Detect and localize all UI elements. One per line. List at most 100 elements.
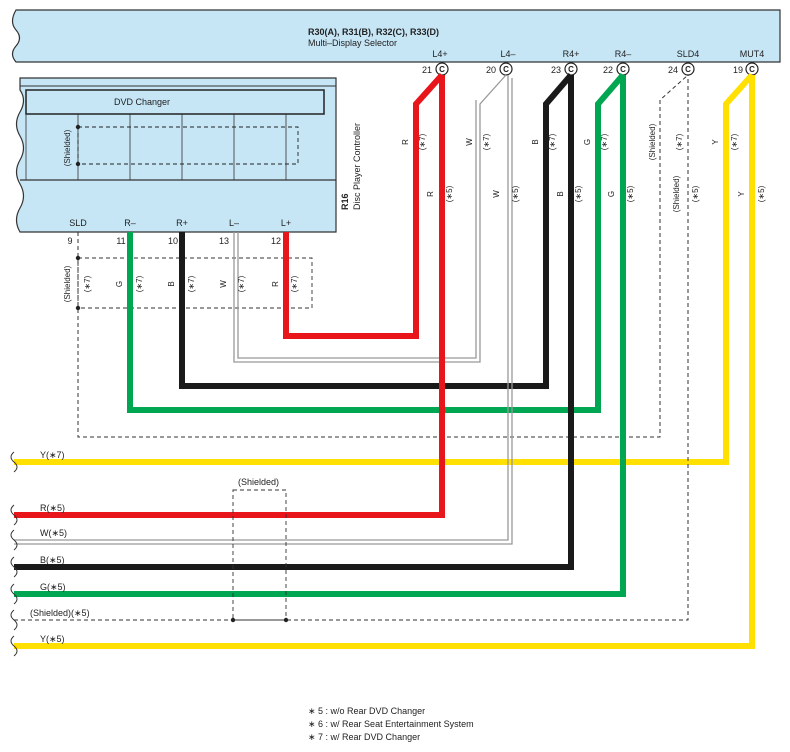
- pin-number: 22: [603, 65, 613, 75]
- pin-label: SLD: [69, 218, 87, 228]
- wire-green-5: [14, 75, 626, 597]
- wire-color-label: R: [271, 281, 280, 287]
- wire-note-label: (∗7): [600, 133, 609, 150]
- wire-color-label: (Shielded): [672, 175, 681, 212]
- wire-note-label: (∗7): [290, 275, 299, 292]
- wire-color-label: (Shielded): [63, 265, 72, 302]
- pin-label: L4+: [432, 49, 447, 59]
- wire-note-label: (∗5): [445, 185, 454, 202]
- wire-note-label: (∗5): [511, 185, 520, 202]
- pin-label: R4+: [563, 49, 580, 59]
- wire-color-label: R: [426, 191, 435, 197]
- wire-green-controller: [127, 73, 626, 413]
- wire-note-label: (∗5): [574, 185, 583, 202]
- wire-note-label: (∗7): [237, 275, 246, 292]
- left-line-label: B(∗5): [40, 555, 65, 565]
- footnote: ∗ 7 : w/ Rear DVD Changer: [308, 732, 420, 742]
- wire-note-label: (∗7): [548, 133, 557, 150]
- pin-number: 12: [271, 236, 281, 246]
- footnote: ∗ 5 : w/o Rear DVD Changer: [308, 706, 425, 716]
- pin-label: L4–: [500, 49, 515, 59]
- wire-red-5: [14, 75, 445, 518]
- selector-subtitle: Multi–Display Selector: [308, 38, 397, 48]
- connector-letter: C: [503, 65, 509, 74]
- left-line-label: R(∗5): [40, 503, 65, 513]
- wire-note-label: (∗7): [675, 133, 684, 150]
- wire-color-label: Y: [711, 139, 720, 145]
- wire-color-label: G: [583, 139, 592, 145]
- pin-label: L–: [229, 218, 239, 228]
- selector-title: R30(A), R31(B), R32(C), R33(D): [308, 27, 439, 37]
- wire-note-label: (∗7): [730, 133, 739, 150]
- pin-number: 9: [67, 236, 72, 246]
- wire-note-label: (∗7): [187, 275, 196, 292]
- shield-box: [77, 257, 313, 309]
- wire-note-label: (∗5): [691, 185, 700, 202]
- wires: [14, 72, 755, 649]
- wire-red-controller: [283, 72, 445, 339]
- selector-pins: L4+ L4– R4+ R4– SLD4 MUT4 21 20 23 22 24…: [422, 49, 764, 76]
- wire-black-controller: [179, 73, 574, 389]
- wire-color-label: R: [401, 139, 410, 145]
- wire-note-label: (∗7): [135, 275, 144, 292]
- wire-color-label: B: [531, 139, 540, 144]
- left-line-label: Y(∗5): [40, 634, 65, 644]
- wire-color-label: G: [607, 191, 616, 197]
- wire-note-label: (∗7): [83, 275, 92, 292]
- footnote: ∗ 6 : w/ Rear Seat Entertainment System: [308, 719, 474, 729]
- left-line-label: G(∗5): [40, 582, 66, 592]
- wire-black-5: [14, 75, 574, 570]
- wire-color-label: W: [492, 190, 501, 198]
- footnotes: ∗ 5 : w/o Rear DVD Changer ∗ 6 : w/ Rear…: [308, 706, 474, 742]
- pin-number: 13: [219, 236, 229, 246]
- pin-number: 23: [551, 65, 561, 75]
- pin-number: 24: [668, 65, 678, 75]
- pin-number: 10: [168, 236, 178, 246]
- controller-name: Disc Player Controller: [352, 123, 362, 210]
- wire-color-label: G: [115, 281, 124, 287]
- wire-white-5-inner: [14, 78, 513, 545]
- shield-box-middle: [232, 489, 287, 621]
- pin-label: R+: [176, 218, 188, 228]
- multi-display-selector: R30(A), R31(B), R32(C), R33(D) Multi–Dis…: [11, 9, 781, 63]
- pin-label: R–: [124, 218, 136, 228]
- shielded-label: (Shielded): [63, 129, 72, 166]
- pin-number: 19: [733, 65, 743, 75]
- connector-letter: C: [568, 65, 574, 74]
- pin-label: R4–: [615, 49, 632, 59]
- connector-letter: C: [685, 65, 691, 74]
- wire-white-controller-inner: [237, 100, 477, 359]
- lower-wire-labels: R (∗5) W (∗5) B (∗5) G (∗5) (Shielded) (…: [426, 175, 766, 212]
- wire-color-label: B: [556, 191, 565, 196]
- connector-letter: C: [749, 65, 755, 74]
- left-wire-labels: Y(∗7) R(∗5) W(∗5) B(∗5) G(∗5) (Shielded)…: [30, 450, 279, 644]
- wire-yellow-5: [14, 75, 755, 649]
- pin-number: 11: [116, 236, 125, 246]
- left-line-label: (Shielded)(∗5): [30, 608, 90, 618]
- wire-white-controller-outer: [233, 74, 507, 363]
- pin-label: L+: [281, 218, 291, 228]
- wire-shield-5: [14, 75, 689, 621]
- shielded-middle-label: (Shielded): [238, 477, 279, 487]
- left-line-label: Y(∗7): [40, 450, 65, 460]
- disc-player-controller: DVD Changer (Shielded) R16 Disc Player C…: [15, 77, 362, 233]
- wire-note-label: (∗5): [757, 185, 766, 202]
- wire-white-5-outer: [14, 75, 509, 541]
- dvd-changer-box: [25, 89, 325, 115]
- controller-id: R16: [340, 193, 350, 210]
- wire-note-label: (∗7): [482, 133, 491, 150]
- upper-wire-labels: R (∗7) W (∗7) B (∗7) G (∗7) (Shielded) (…: [401, 123, 739, 160]
- wire-color-label: Y: [737, 191, 746, 197]
- left-line-label: W(∗5): [40, 528, 67, 538]
- wire-yellow-7: [14, 72, 755, 465]
- pin-number: 21: [422, 65, 432, 75]
- wire-color-label: (Shielded): [648, 123, 657, 160]
- wire-note-label: (∗7): [418, 133, 427, 150]
- connector-letter: C: [439, 65, 445, 74]
- controller-wire-labels: (Shielded) (∗7) G (∗7) B (∗7) W (∗7) R (…: [63, 265, 299, 302]
- wire-break-marks: [10, 451, 18, 657]
- wire-shield-sld: [77, 74, 689, 438]
- dvd-changer-label: DVD Changer: [114, 97, 170, 107]
